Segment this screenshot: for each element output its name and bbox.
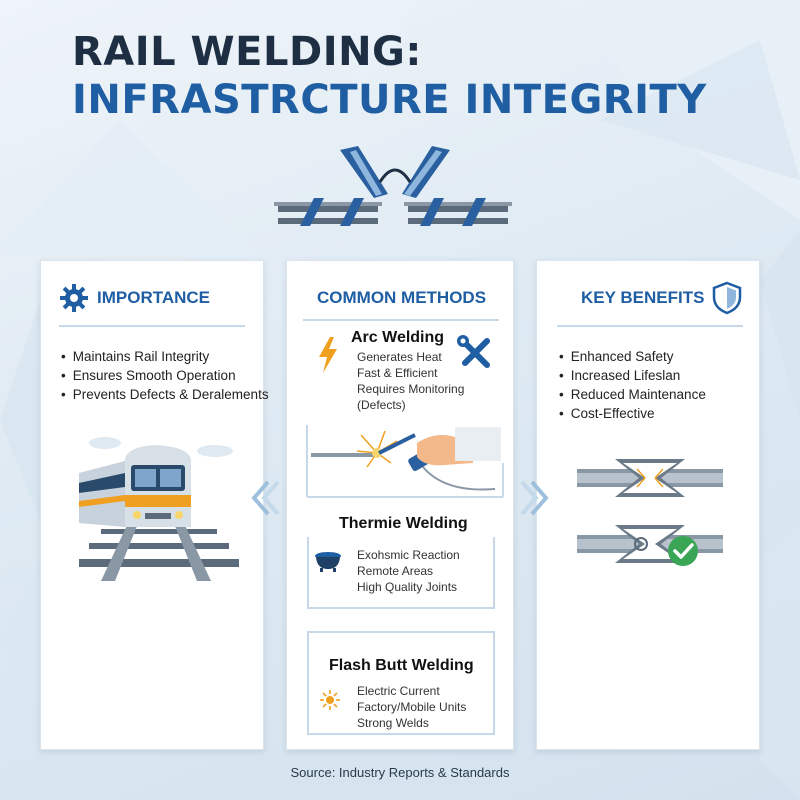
lightning-icon	[319, 337, 337, 373]
list-item: Cost-Effective	[559, 404, 706, 423]
crucible-icon	[315, 552, 341, 572]
methods-panel: COMMON METHODS Arc Welding Generates Hea…	[286, 260, 514, 750]
title-line-2: INFRASTRCTURE INTEGRITY	[72, 77, 707, 123]
list-item: High Quality Joints	[357, 580, 458, 594]
shield-icon	[713, 281, 742, 315]
page-title: RAIL WELDING: INFRASTRCTURE INTEGRITY	[72, 28, 707, 124]
arc-welding-title: Arc Welding	[351, 329, 445, 346]
list-item: Reduced Maintenance	[559, 385, 706, 404]
list-item: Requires Monitoring	[357, 382, 465, 396]
list-item: Strong Welds	[357, 716, 429, 730]
benefits-panel: KEY BENEFITS Enhanced Safety Increased L…	[536, 260, 760, 750]
benefits-header: KEY BENEFITS	[581, 281, 742, 315]
thermite-box	[307, 537, 495, 609]
rail-joint-illustration	[577, 459, 723, 566]
list-item: Prevents Defects & Deralements	[61, 385, 269, 404]
benefits-divider	[557, 325, 743, 327]
list-item: Ensures Smooth Operation	[61, 366, 269, 385]
importance-heading: IMPORTANCE	[97, 288, 211, 307]
importance-list: Maintains Rail Integrity Ensures Smooth …	[61, 347, 269, 404]
benefits-list: Enhanced Safety Increased Lifeslan Reduc…	[559, 347, 706, 423]
title-line-1: RAIL WELDING:	[72, 29, 422, 75]
arc-welding-illustration	[306, 425, 504, 498]
flash-butt-welding-details: Electric Current Factory/Mobile Units St…	[357, 683, 466, 731]
list-item: Maintains Rail Integrity	[61, 347, 269, 366]
list-item: Generates Heat	[357, 350, 442, 364]
list-item: Enhanced Safety	[559, 347, 706, 366]
thermite-welding-title: Thermie Welding	[339, 515, 468, 532]
list-item: Factory/Mobile Units	[357, 700, 467, 714]
list-item: Electric Current	[357, 684, 440, 698]
hero-rail-illustration	[274, 146, 512, 226]
list-item: Remote Areas	[357, 564, 434, 578]
flash-box	[307, 631, 495, 735]
chevron-right-icon	[520, 480, 549, 516]
thermite-welding-details: Exohsmic Reaction Remote Areas High Qual…	[357, 547, 460, 595]
list-item: (Defects)	[357, 398, 406, 412]
importance-header: IMPORTANCE	[59, 283, 210, 313]
importance-divider	[59, 325, 245, 327]
methods-header: COMMON METHODS	[317, 283, 486, 313]
list-item: Fast & Efficient	[357, 366, 438, 380]
importance-panel: IMPORTANCE Maintains Rail Integrity Ensu…	[40, 260, 269, 750]
arc-welding-details: Generates Heat Fast & Efficient Requires…	[357, 349, 464, 413]
chevron-left-icon	[251, 480, 280, 516]
methods-heading: COMMON METHODS	[317, 288, 487, 307]
list-item: Exohsmic Reaction	[357, 548, 460, 562]
source-caption: Source: Industry Reports & Standards	[290, 765, 510, 780]
train-illustration	[79, 437, 239, 581]
sun-spark-icon	[320, 690, 340, 710]
benefits-heading: KEY BENEFITS	[581, 288, 705, 307]
gear-icon	[60, 284, 88, 312]
flash-butt-welding-title: Flash Butt Welding	[329, 657, 474, 674]
methods-divider	[303, 319, 499, 321]
list-item: Increased Lifeslan	[559, 366, 706, 385]
wrench-screwdriver-icon	[457, 335, 490, 368]
